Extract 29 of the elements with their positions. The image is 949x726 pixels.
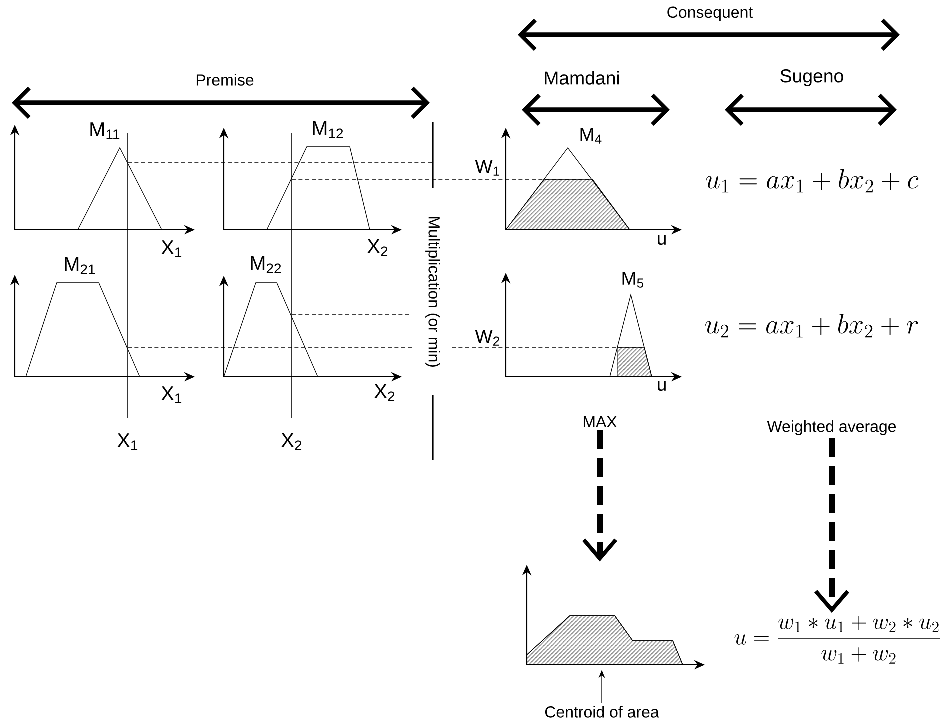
average-formula: $u=\frac{w_1 * u_1 + w_2 * u_2}{w_1 + w_2}$	[734, 616, 940, 664]
operation-label: MAX	[584, 416, 617, 428]
heading: Consequent	[668, 6, 754, 22]
leader-label: Centroid of area	[545, 706, 660, 718]
rule-formula: $u_1 = ax_1 + bx_2 + c$	[706, 169, 919, 193]
heading: Sugeno	[780, 70, 844, 86]
axis-label: X$_{1}$	[162, 240, 182, 258]
set-label: M$_{4}$	[580, 128, 602, 144]
set-label: M$_{21}$	[65, 258, 96, 274]
operator-label: Multiplication (or min)	[426, 217, 440, 367]
heading: Mamdani	[545, 71, 620, 85]
dashed-arrow	[814, 438, 850, 614]
set-label: M$_{12}$	[313, 122, 344, 138]
axis-label: X$_{2}$	[374, 384, 395, 402]
input-label: X$_{2}$	[282, 434, 302, 450]
dashed-arrow	[582, 430, 618, 562]
set-label: M$_{22}$	[251, 256, 282, 274]
rule-formula: $u_2 = ax_1 + bx_2 + r$	[705, 314, 918, 338]
set-label: M$_{5}$	[622, 272, 644, 288]
heading: Premise	[196, 74, 254, 86]
set-label: M$_{11}$	[90, 122, 120, 140]
axis-label: u	[658, 380, 666, 392]
weight-label: W$_{2}$	[475, 330, 500, 346]
operation-label: Weighted average	[767, 420, 896, 436]
axis-label: X$_{1}$	[162, 386, 182, 404]
input-label: X$_{1}$	[118, 434, 138, 450]
weight-label: W$_{1}$	[475, 160, 500, 176]
axis-label: u	[658, 234, 666, 246]
axis-label: X$_{2}$	[368, 240, 388, 256]
